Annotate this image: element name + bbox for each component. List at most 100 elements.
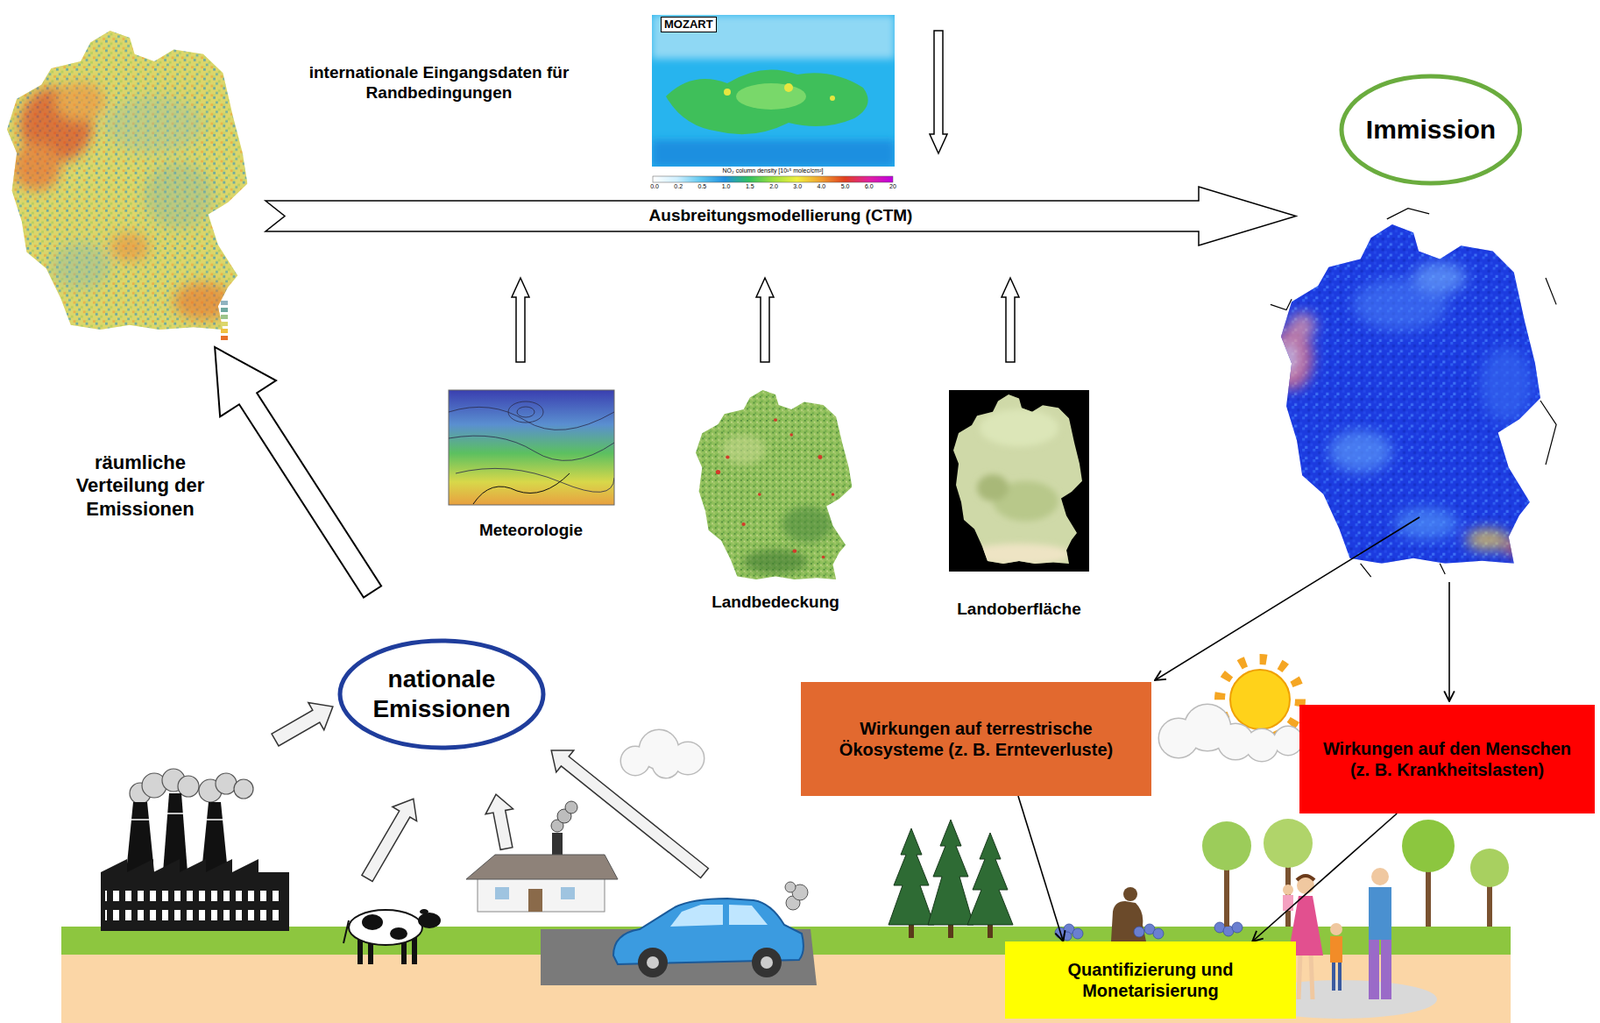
factory-icon-part	[131, 813, 223, 820]
land-cover-map-part-part	[695, 389, 856, 584]
meteorology-map-part-part	[448, 406, 615, 430]
node-label: Wirkungen auf terrestrische Ökosysteme (…	[814, 717, 1138, 760]
land-cover-map-part-part-part	[817, 454, 822, 460]
source-arrows-part	[267, 693, 341, 754]
emission-map-part-part	[7, 30, 253, 337]
effect-box-outline	[1299, 704, 1595, 814]
result-box-outline	[1005, 941, 1296, 1019]
cloud-icon-part	[1159, 704, 1303, 761]
land-cover-map-part-part-part	[743, 549, 808, 574]
colorbar-tick: 1.5	[738, 183, 762, 191]
family-figures-part	[1282, 884, 1294, 895]
land-cover-map-part-part-part	[757, 492, 762, 496]
cow-icon-part	[411, 935, 418, 964]
colorbar-tick: 0.5	[690, 183, 714, 191]
land-cover-map-part	[695, 389, 856, 584]
colorbar-tick: 6.0	[857, 183, 881, 191]
connector-arrow	[1018, 795, 1063, 942]
factory-icon-part-part	[131, 818, 149, 821]
factory-icon-part	[129, 768, 254, 804]
land-cover-map-part-part-part	[773, 417, 778, 422]
meteorology-map-part-part	[508, 401, 544, 423]
box-fill	[1299, 704, 1595, 814]
mozart-map-part	[652, 176, 893, 183]
colorbar-tick: 2.0	[762, 183, 786, 191]
factory-icon-part	[162, 792, 188, 872]
house-icon-part	[477, 876, 605, 912]
input-arrows-part	[1001, 277, 1020, 362]
thinker-statue	[1111, 886, 1147, 942]
car-icon-part-part	[785, 881, 796, 893]
land-cover-map-part-part-part	[715, 469, 721, 475]
source-arrows-part	[481, 791, 520, 851]
land-cover-map-part-part	[721, 434, 833, 574]
meteorology-map-part	[448, 401, 615, 504]
car-icon-part	[646, 955, 659, 969]
cow-icon-part	[389, 927, 408, 940]
mozart-map-part	[651, 14, 895, 167]
cloud-icon-part-part	[652, 750, 680, 778]
conifer-trees-part	[908, 924, 914, 938]
colorbar-title: NO₂ column density [10¹⁵ molec/cm²]	[650, 167, 896, 175]
family-figures-part	[1368, 937, 1380, 999]
source-arrows-part	[354, 791, 425, 885]
mozart-map-part-part	[723, 88, 731, 96]
conifer-trees-part-part	[888, 828, 935, 925]
family-figures-part	[1298, 953, 1301, 999]
effect-line	[1448, 581, 1451, 701]
ellipse-outline	[1341, 76, 1521, 184]
house-icon-part	[528, 888, 543, 912]
immission-map-part-part	[1281, 224, 1546, 572]
family-figures-part	[1338, 962, 1342, 991]
mozart-map-part-part	[665, 69, 869, 135]
factory-icon-part-part	[206, 818, 223, 821]
mozart-map-part-part	[651, 14, 895, 59]
car-icon-part	[751, 947, 782, 977]
cloud-icon-part-part	[652, 750, 680, 778]
car-icon-part	[729, 904, 768, 925]
deciduous-trees-part	[1202, 821, 1252, 871]
land-cover-map-part-part-part	[831, 492, 836, 496]
map-legend-swatches-part	[220, 328, 228, 333]
land-cover-map-part-part	[715, 417, 836, 559]
cloud-icon-part	[1159, 704, 1303, 761]
node-text-group: Ausbreitungsmodellierung (CTM)	[291, 205, 1270, 227]
node-label: Wirkungen auf den Menschen (z. B. Krankh…	[1320, 737, 1574, 780]
cow-icon-part	[417, 912, 441, 928]
land-surface-map-part-part-part-part	[976, 474, 1009, 501]
effect-box: Wirkungen auf den Menschen (z. B. Krankh…	[1299, 704, 1595, 814]
cloud-icon-part-part	[1274, 726, 1303, 755]
land-surface-map-part-part	[953, 394, 1085, 568]
family-figures-part	[1331, 962, 1336, 991]
cow-icon	[343, 908, 441, 964]
cloud-icon-part	[621, 729, 704, 778]
cloud-icon-part-part	[1246, 729, 1278, 761]
house-icon-part	[466, 854, 618, 879]
house-icon-part-part	[565, 800, 578, 814]
family-figures-part	[1282, 894, 1294, 911]
hydrangea-flowers	[1054, 921, 1243, 941]
result-box: Quantifizierung und Monetarisierung	[1005, 941, 1296, 1019]
ellipse-outline	[339, 640, 544, 748]
car-icon-part	[637, 947, 668, 977]
node-label: Ausbreitungsmodellierung (CTM)	[291, 205, 1270, 227]
sun-icon-part	[1230, 669, 1290, 730]
family-figures-part	[1296, 876, 1315, 894]
land-cover-map-part-part-part	[741, 522, 745, 526]
hydrangea-flowers-part	[1133, 926, 1145, 937]
car-icon-part	[670, 904, 723, 927]
family-figures	[1282, 867, 1392, 999]
map-legend-swatches-part	[220, 314, 228, 319]
family-figures-part	[1368, 886, 1392, 940]
effect-box: Wirkungen auf terrestrische Ökosysteme (…	[800, 681, 1152, 796]
car-icon-part	[760, 955, 773, 969]
model-name: MOZART	[660, 16, 717, 33]
conifer-trees-part	[888, 819, 1013, 925]
family-figures-part	[1330, 935, 1343, 963]
map-legend-swatches-part	[220, 300, 228, 305]
mozart-map	[648, 12, 899, 192]
deciduous-trees-part	[1401, 819, 1455, 872]
emission-ellipse-outline	[337, 637, 546, 751]
arrow-outline	[265, 186, 1296, 246]
